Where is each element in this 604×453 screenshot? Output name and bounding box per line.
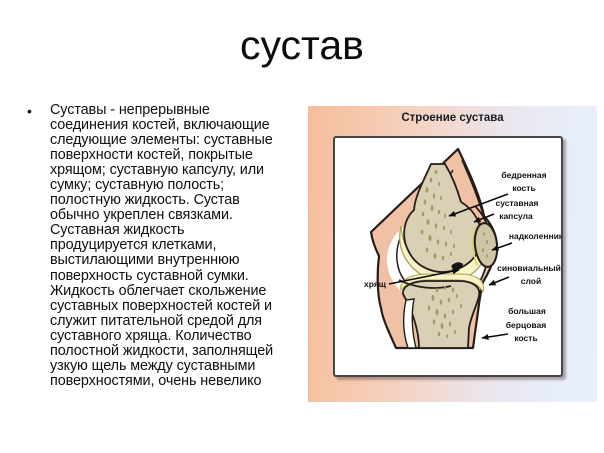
tibia-label: большая	[508, 306, 546, 316]
cartilage-label: хрящ	[364, 279, 387, 289]
synovial-arrow	[488, 276, 510, 286]
figure-panel: Строение сустава	[308, 106, 597, 402]
knee-diagram: бедренная кость суставная капсула надкол…	[364, 147, 564, 350]
figure-caption: Строение сустава	[401, 112, 504, 124]
patella-label: надколенник	[509, 231, 561, 241]
capsule-label: суставная	[496, 198, 539, 208]
patella-bone	[473, 222, 499, 268]
tibia-bone	[402, 280, 481, 349]
label-arrows	[388, 193, 513, 340]
capsule-label-2: капсула	[499, 211, 533, 221]
synovial-lining	[472, 226, 478, 266]
femur-label: бедренная	[501, 170, 546, 180]
patella-arrow	[491, 242, 513, 251]
tibia-label-3: кость	[514, 333, 537, 343]
bone-speckles	[420, 170, 489, 338]
meniscus-hook	[451, 262, 463, 270]
femur-arrow	[448, 193, 509, 217]
bullet-marker: •	[27, 103, 32, 119]
knee-diagram-box: бедренная кость суставная капсула надкол…	[333, 136, 564, 377]
tibia-arrow	[481, 333, 509, 340]
cartilage-arrow	[388, 268, 460, 285]
tibia-label-2: берцовая	[506, 320, 546, 330]
fibula-strip	[402, 298, 417, 349]
synovial-label: синовиальный	[497, 263, 561, 273]
femur-label-2: кость	[512, 183, 535, 193]
synovial-label-2: слой	[521, 276, 541, 286]
page-title: сустав	[240, 22, 364, 68]
fascia-line-front	[461, 159, 484, 215]
capsule-arrow	[473, 213, 495, 223]
body-paragraph: Суставы - непрерывные соединения костей,…	[50, 102, 274, 389]
